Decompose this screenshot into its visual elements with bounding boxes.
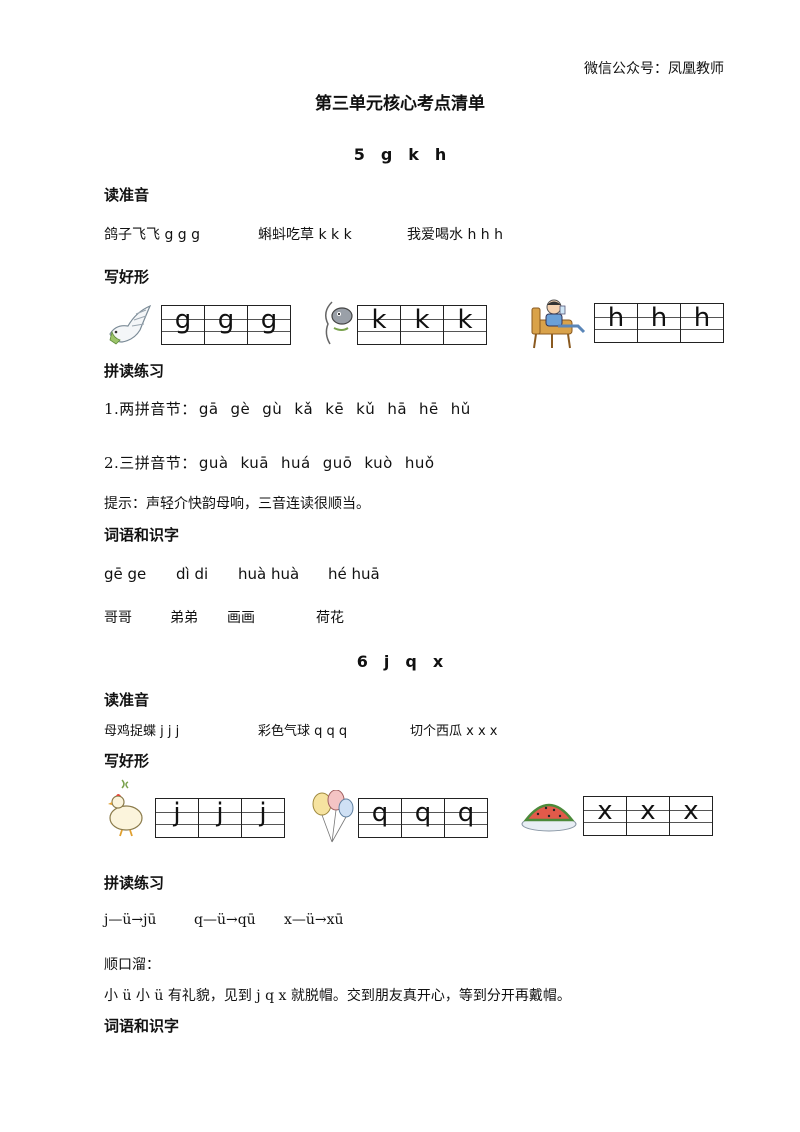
tadpole-icon — [325, 301, 353, 345]
lesson6-read-item-3: 切个西瓜 x x x — [410, 724, 498, 739]
lesson5-read-item-3: 我爱喝水 h h h — [407, 227, 503, 243]
grid-letter: k — [457, 305, 473, 335]
lesson5-grid-k: k k k — [357, 305, 487, 345]
pinyin-word: dì di — [176, 565, 209, 583]
hanzi-word: 荷花 — [316, 610, 344, 626]
combo-item: j—ü→jū — [104, 912, 157, 928]
lesson6-heading: 6 j q x — [356, 652, 444, 671]
grid-letter: q — [457, 798, 475, 828]
syllable: hā — [387, 400, 408, 418]
hen-icon — [108, 779, 143, 837]
pinyin-word: huà huà — [238, 565, 300, 583]
lesson5-practice-title: 拼读练习 — [104, 362, 165, 380]
rhyme-title: 顺口溜： — [104, 957, 160, 973]
lesson6-grid-q: q q q — [358, 798, 488, 838]
grid-letter: h — [693, 303, 711, 333]
syllable: guà — [198, 454, 229, 472]
two-syllable-label: 1.两拼音节： — [104, 400, 197, 418]
lesson6-read-title: 读准音 — [104, 691, 150, 709]
dove-icon — [109, 304, 152, 345]
pinyin-word: hé huā — [328, 565, 380, 583]
syllable: huá — [280, 454, 311, 472]
grid-letter: g — [174, 305, 192, 335]
grid-letter: h — [650, 303, 668, 333]
syllable: kē — [325, 400, 345, 418]
hanzi-word: 哥哥 — [104, 610, 132, 626]
hanzi-word: 画画 — [227, 610, 255, 626]
grid-letter: j — [173, 798, 181, 828]
pinyin-word: gē ge — [104, 565, 147, 583]
syllable: kuò — [364, 454, 393, 472]
lesson6-grid-x: x x x — [583, 796, 713, 836]
lesson5-grid-h: h h h — [594, 303, 724, 343]
lesson5-tip: 提示：声轻介快韵母响，三音连读很顺当。 — [104, 496, 370, 512]
rhyme-text: 小 ü 小 ü 有礼貌，见到 j q x 就脱帽。交到朋友真开心，等到分开再戴帽… — [104, 988, 571, 1004]
lesson5-words-title: 词语和识字 — [104, 526, 180, 544]
grid-letter: g — [217, 305, 235, 335]
grid-letter: k — [371, 305, 387, 335]
syllable: hē — [419, 400, 439, 418]
page-title: 第三单元核心考点清单 — [315, 94, 485, 114]
grid-letter: q — [371, 798, 389, 828]
grid-letter: x — [640, 796, 656, 826]
lesson6-write-title: 写好形 — [104, 752, 150, 770]
syllable: gā — [198, 400, 219, 418]
syllable: gè — [230, 400, 251, 418]
lesson6-practice-title: 拼读练习 — [104, 874, 165, 892]
lesson5-read-item-1: 鸽子飞飞 g g g — [104, 227, 201, 243]
lesson5-read-item-2: 蝌蚪吃草 k k k — [258, 227, 352, 243]
watermelon-icon — [521, 803, 577, 832]
grid-letter: x — [683, 796, 699, 826]
hanzi-word: 弟弟 — [170, 610, 198, 626]
lesson6-words-title: 词语和识字 — [104, 1017, 180, 1035]
syllable: kuā — [240, 454, 269, 472]
lesson5-read-title: 读准音 — [104, 186, 150, 204]
syllable: guō — [322, 454, 353, 472]
three-syllable-label: 2.三拼音节： — [104, 454, 197, 472]
lesson6-read-item-2: 彩色气球 q q q — [258, 724, 348, 739]
grid-letter: k — [414, 305, 430, 335]
grid-letter: x — [597, 796, 613, 826]
syllable: gù — [262, 400, 283, 418]
grid-letter: j — [259, 798, 267, 828]
syllable: kǎ — [294, 400, 314, 418]
grid-letter: h — [607, 303, 625, 333]
balloon-icon — [312, 790, 354, 843]
lesson5-grid-g: g g g — [161, 305, 291, 345]
header-note: 微信公众号：凤凰教师 — [584, 61, 724, 77]
syllable: hǔ — [450, 400, 471, 418]
lesson6-grid-j: j j j — [155, 798, 285, 838]
drinking-child-icon — [531, 299, 586, 349]
lesson5-write-title: 写好形 — [104, 268, 150, 286]
grid-letter: j — [216, 798, 224, 828]
lesson6-read-item-1: 母鸡捉蝶 j j j — [104, 724, 180, 739]
combo-item: q—ü→qū — [194, 912, 256, 928]
syllable: huǒ — [404, 454, 435, 472]
lesson5-heading: 5 g k h — [353, 145, 447, 164]
grid-letter: q — [414, 798, 432, 828]
grid-letter: g — [260, 305, 278, 335]
combo-item: x—ü→xū — [284, 912, 344, 928]
syllable: kǔ — [356, 400, 376, 418]
